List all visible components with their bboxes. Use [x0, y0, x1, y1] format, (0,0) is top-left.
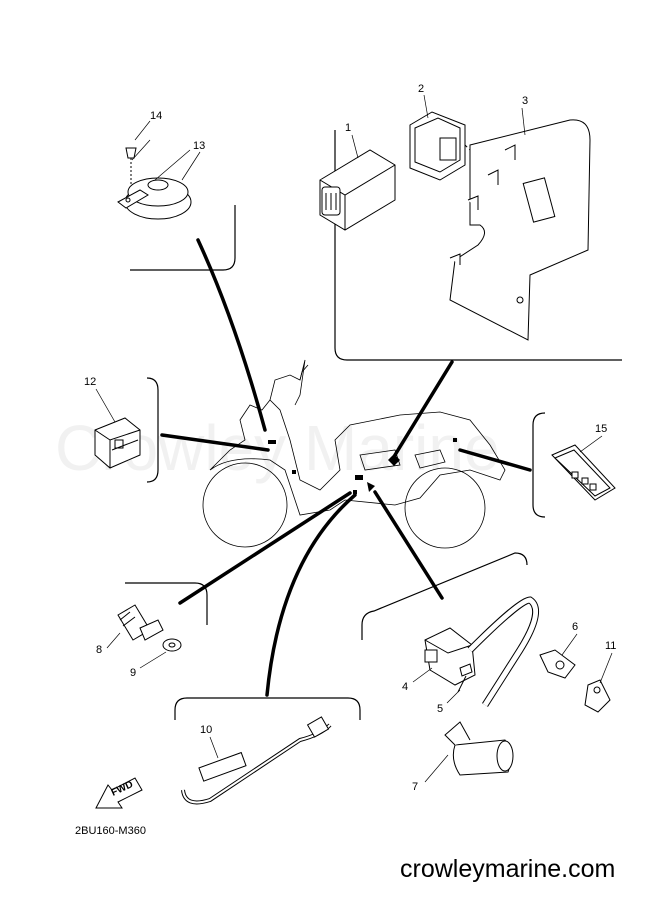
plug-cap-7: [444, 721, 514, 776]
bracket-relay-12: [146, 377, 159, 483]
fwd-arrow: FWD: [95, 777, 143, 809]
callout-15: 15: [595, 423, 607, 435]
bracket-relay-15: [532, 412, 546, 518]
diagram-code: 2BU160-M360: [75, 825, 146, 837]
clamp-11: [584, 679, 611, 713]
callout-7: 7: [412, 781, 418, 793]
relay-15: [551, 444, 616, 501]
callout-10: 10: [200, 724, 212, 736]
bracket-horn: [130, 205, 236, 271]
bracket-sensor: [125, 582, 208, 625]
callout-brackets: [125, 130, 622, 720]
leader-lines: [160, 238, 532, 697]
callout-1: 1: [345, 122, 351, 134]
callout-13: 13: [193, 140, 205, 152]
callout-8: 8: [96, 644, 102, 656]
callout-leaders: [95, 94, 613, 783]
callout-numbers: 1 2 3 4 5 6 7 8 9 10 11 12 13 14 15: [84, 83, 616, 793]
callout-4: 4: [402, 681, 408, 693]
callout-11: 11: [605, 640, 616, 652]
site-url[interactable]: crowleymarine.com: [400, 855, 616, 883]
callout-14: 14: [150, 110, 162, 122]
ignition-coil-4: [424, 596, 540, 707]
callout-5: 5: [437, 703, 443, 715]
callout-6: 6: [572, 621, 578, 633]
o2-sensor-10: [181, 716, 332, 805]
callout-3: 3: [522, 95, 528, 107]
relay-12: [94, 417, 141, 469]
clamp-6: [539, 649, 576, 679]
bracket-ignition: [361, 552, 528, 640]
cdi-bracket: [409, 111, 491, 181]
bolt-5: [457, 663, 473, 693]
scooter-silhouette: [202, 359, 506, 549]
callout-2: 2: [418, 83, 424, 95]
callout-9: 9: [130, 667, 136, 679]
cdi-unit: [319, 149, 396, 231]
bracket-cdi: [334, 130, 622, 361]
part-location-markers: [268, 438, 457, 494]
sensor-8: [117, 604, 164, 641]
callout-12: 12: [84, 376, 96, 388]
bracket-o2: [174, 697, 361, 720]
mounting-plate: [449, 119, 591, 341]
washer-9: [162, 638, 182, 652]
horn-assembly: [117, 139, 192, 220]
